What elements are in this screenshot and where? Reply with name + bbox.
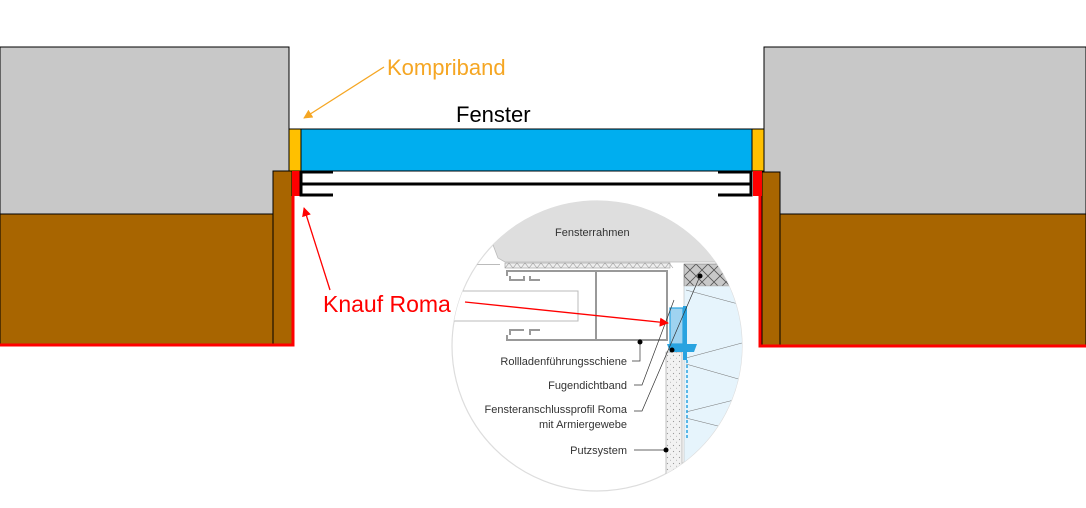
right-knauf-roma-profile	[753, 171, 762, 196]
inset-label-rollladenfuehrungsschiene: Rollladenführungsschiene	[500, 356, 627, 368]
left-masonry	[0, 46, 290, 216]
left-insulation	[0, 213, 274, 345]
inset-insulation	[683, 285, 742, 487]
right-masonry	[763, 46, 1086, 216]
knauf-roma-arrow-left	[302, 207, 331, 291]
inset-label-fugendichtband: Fugendichtband	[548, 380, 627, 392]
left-reveal-insulation	[272, 170, 293, 345]
window-frame	[300, 128, 753, 172]
right-reveal-insulation	[761, 171, 781, 346]
left-knauf-roma-line	[0, 196, 295, 347]
right-knauf-roma-line	[758, 196, 1086, 348]
inset-label-fensterrahmen: Fensterrahmen	[555, 227, 630, 239]
inset-plaster	[665, 351, 683, 491]
inset-masonry-hatch	[683, 263, 742, 287]
right-insulation	[778, 213, 1086, 346]
left-knauf-roma-profile	[292, 171, 301, 196]
inset-label-putzsystem: Putzsystem	[570, 445, 627, 457]
inset-shutter-rail	[452, 270, 668, 341]
left-kompriband	[288, 128, 302, 172]
inset-roma-profile	[683, 306, 697, 360]
shutter-guide-rail	[299, 170, 753, 197]
knauf-roma-label: Knauf Roma	[323, 291, 451, 317]
inset-label-armiergewebe: mit Armiergewebe	[539, 419, 627, 431]
inset-label-fensteranschlussprofil: Fensteranschlussprofil Roma	[485, 404, 628, 416]
right-kompriband	[751, 128, 765, 172]
right-wall	[751, 46, 1086, 348]
kompriband-arrow	[303, 66, 385, 119]
knauf-roma-arrow-inset	[464, 301, 669, 327]
inset-wall-line	[452, 264, 500, 265]
inset-fugendichtband	[669, 307, 684, 345]
detail-inset: Fensterrahmen Rollladenführungsschiene F…	[451, 200, 743, 492]
kompriband-label: Kompriband	[387, 55, 506, 80]
inset-frame-seal	[504, 262, 671, 269]
left-wall	[0, 46, 302, 347]
fenster-label: Fenster	[456, 102, 531, 127]
